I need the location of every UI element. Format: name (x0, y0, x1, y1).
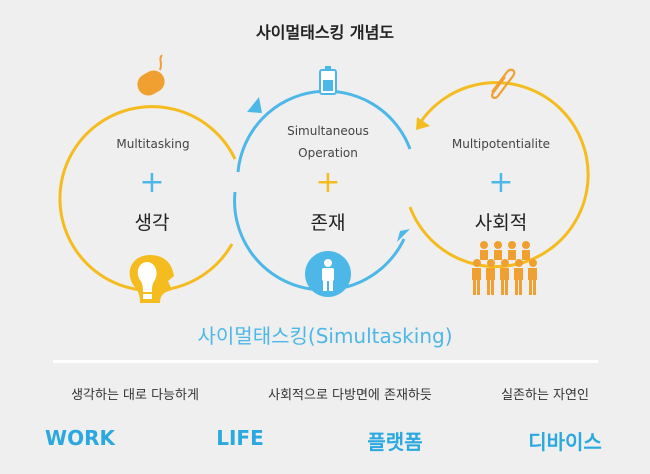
multitasking-label: Multitasking (116, 137, 190, 151)
person-icon (305, 251, 351, 297)
multipotentialite-label: Multipotentialite (451, 137, 551, 151)
operation-label: Operation (298, 146, 358, 160)
arrow-head-yellow (416, 117, 430, 130)
existence-label: 존재 (310, 212, 346, 234)
simultaneous-label: Simultaneous (287, 124, 369, 138)
keyword-life: LIFE (216, 426, 264, 450)
right-circle-arc (408, 81, 590, 269)
middle-circle-arc (236, 89, 412, 173)
thought-label: 생각 (134, 212, 170, 234)
simultasking-label: 사이멀태스킹(Simultasking) (197, 324, 453, 348)
middle-circle-arc-lower (233, 191, 406, 292)
keyword-device: 디바이스 (528, 430, 602, 454)
left-circle-arc (58, 105, 237, 293)
diagram-title: 사이멀태스킹 개념도 (255, 23, 395, 42)
arrow-head-left (247, 97, 262, 113)
plus-sign-right: + (488, 165, 514, 200)
group-people-icon (472, 241, 537, 295)
paperclip-icon (490, 68, 516, 99)
social-label: 사회적 (474, 212, 528, 234)
lightbulb-head-icon (129, 255, 174, 303)
arrow-head-right (397, 229, 410, 242)
description-1: 생각하는 대로 다능하게 (71, 388, 199, 403)
plus-sign-middle: + (315, 165, 341, 200)
battery-icon (319, 66, 337, 95)
description-3: 실존하는 자연인 (501, 388, 589, 403)
keyword-platform: 플랫폼 (367, 430, 423, 454)
keyword-work: WORK (45, 426, 115, 450)
divider (53, 360, 598, 363)
plus-sign-left: + (139, 165, 165, 200)
mouse-icon (137, 54, 165, 96)
description-2: 사회적으로 다방면에 존재하듯 (268, 388, 432, 403)
